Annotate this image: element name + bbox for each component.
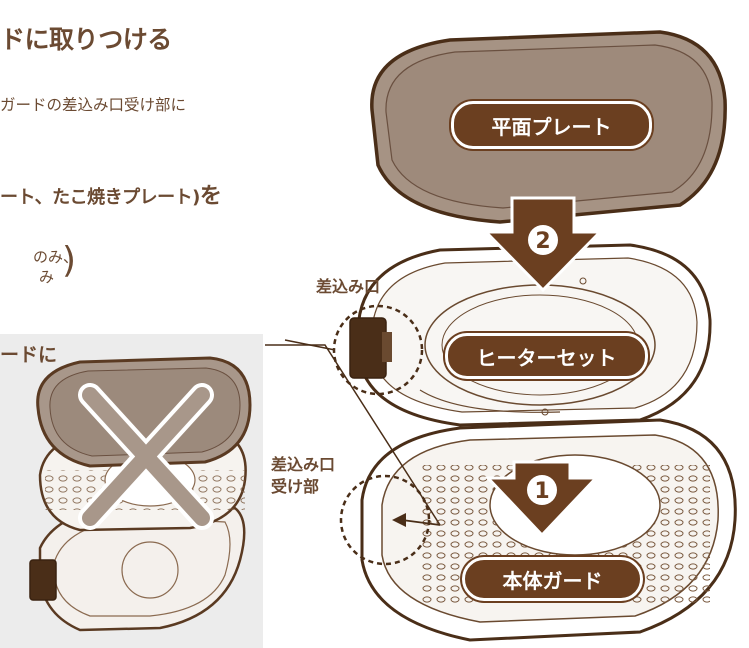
wrong-example-illustration: [29, 356, 252, 632]
note-paren: ): [62, 240, 77, 281]
inlet-receiver-label: 差込み口 受け部: [271, 454, 335, 498]
connector-plug-icon: [29, 559, 57, 601]
step-2-number: 2: [535, 229, 550, 254]
note-line-2: み: [39, 268, 55, 286]
instruction-line-2-text: ート、たこ焼きプレート): [0, 187, 200, 208]
note-text: のみ、 み: [0, 247, 78, 287]
down-arrow-icon: 1: [484, 460, 600, 538]
inlet-label: 差込み口: [316, 277, 381, 296]
cross-mark-icon: [78, 383, 214, 530]
instruction-line-2: ート、たこ焼きプレート)を: [0, 178, 222, 210]
inlet-receiver-label-line-1: 差込み口: [271, 455, 336, 474]
leader-line: [265, 344, 441, 526]
wrong-example-text: ードに: [0, 344, 58, 366]
receiver-highlight-circle: [339, 474, 431, 566]
section-heading: ドに取りつける: [0, 25, 172, 54]
step-1-number: 1: [534, 479, 549, 504]
down-arrow-icon: 2: [482, 196, 604, 293]
connector-plug-icon: [349, 317, 387, 379]
heater-set-label: ヒーターセット: [445, 333, 648, 379]
insert-arrow-icon: [392, 513, 406, 527]
flat-plate-label: 平面プレート: [451, 101, 652, 149]
body-guard-label: 本体ガード: [462, 557, 643, 601]
instruction-line-1: ガードの差込み口受け部に: [0, 96, 187, 114]
note-line-1: のみ、: [33, 248, 79, 266]
instruction-line-2-suffix: を: [199, 184, 222, 209]
inlet-receiver-label-line-2: 受け部: [271, 477, 320, 496]
